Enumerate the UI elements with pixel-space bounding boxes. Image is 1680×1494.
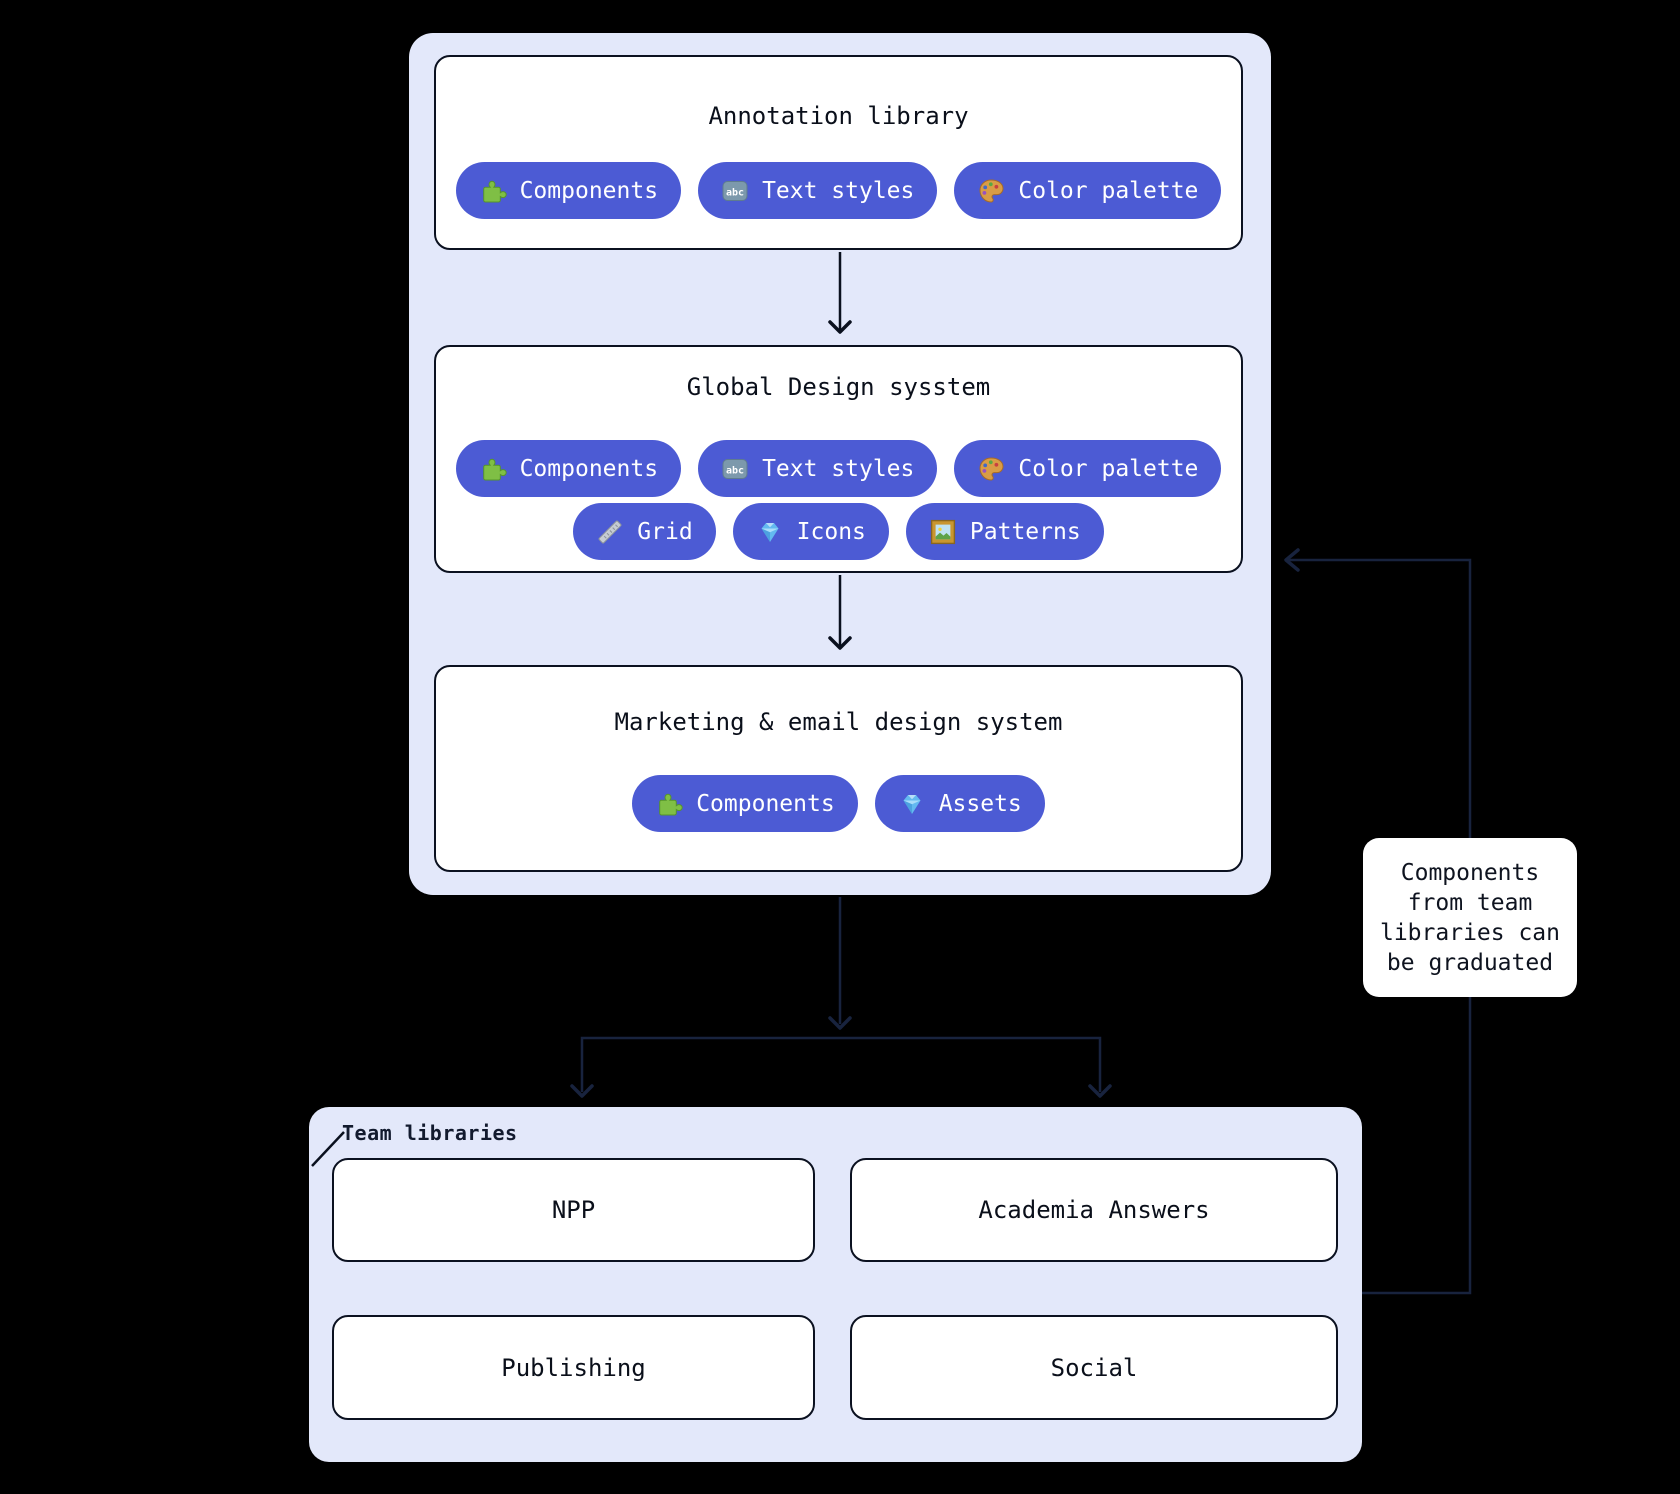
pill-components: Components <box>455 162 682 219</box>
pill-color-palette: Color palette <box>954 162 1222 219</box>
pill-label: Components <box>696 790 835 817</box>
pill-label: Components <box>519 177 659 204</box>
pill-patterns: Patterns <box>905 503 1104 560</box>
svg-text:abc: abc <box>726 465 744 476</box>
pill-grid: Grid <box>573 503 716 560</box>
global-design-system-title: Global Design sysstem <box>686 373 991 401</box>
gem-icon <box>756 518 784 546</box>
puzzle-icon <box>479 455 507 483</box>
pill-label: Grid <box>637 518 693 545</box>
pill-icons: Icons <box>732 503 889 560</box>
pill-label: Patterns <box>969 518 1081 545</box>
pill-label: Components <box>519 455 659 482</box>
abc-icon: abc <box>721 455 749 483</box>
puzzle-icon <box>479 177 507 205</box>
pill-label: Text styles <box>762 177 915 204</box>
pill-label: Color palette <box>1018 455 1199 482</box>
team-library-academia-answers: Academia Answers <box>850 1158 1338 1262</box>
team-libraries-container: Team libraries NPP Academia Answers Publ… <box>309 1107 1362 1462</box>
pill-label: Color palette <box>1018 177 1199 204</box>
pill-label: Assets <box>938 790 1022 817</box>
pill-text-styles: abc Text styles <box>698 162 938 219</box>
pill-assets: Assets <box>874 775 1045 832</box>
annotation-library-pills: Components abc Text styles Color palette <box>455 162 1222 219</box>
global-design-system-pills-row-1: Components abc Text styles Color palette <box>455 440 1222 497</box>
graduation-note: Components from team libraries can be gr… <box>1363 838 1577 997</box>
pill-text-styles: abc Text styles <box>698 440 938 497</box>
annotation-library-title: Annotation library <box>708 102 969 130</box>
annotation-library-box: Annotation library Components abc Text sty… <box>434 55 1243 250</box>
puzzle-icon <box>655 790 683 818</box>
pill-components: Components <box>455 440 682 497</box>
pill-components: Components <box>632 775 858 832</box>
frame-icon <box>929 518 957 546</box>
marketing-email-design-system-title: Marketing & email design system <box>614 708 1063 736</box>
global-design-system-box: Global Design sysstem Components abc Text … <box>434 345 1243 573</box>
palette-icon <box>977 177 1005 205</box>
svg-text:abc: abc <box>726 187 744 198</box>
team-libraries-label: Team libraries <box>342 1121 518 1145</box>
abc-icon: abc <box>721 177 749 205</box>
marketing-email-design-system-box: Marketing & email design system Componen… <box>434 665 1243 872</box>
palette-icon <box>977 455 1005 483</box>
pill-label: Text styles <box>762 455 915 482</box>
ruler-icon <box>596 518 624 546</box>
team-library-npp: NPP <box>332 1158 815 1262</box>
team-library-social: Social <box>850 1315 1338 1420</box>
global-design-system-pills-row-2: Grid Icons Patterns <box>573 503 1104 560</box>
pill-label: Icons <box>796 518 866 545</box>
team-library-publishing: Publishing <box>332 1315 815 1420</box>
marketing-email-design-system-pills: Components Assets <box>632 775 1045 832</box>
pill-color-palette: Color palette <box>954 440 1222 497</box>
gem-icon <box>898 790 926 818</box>
